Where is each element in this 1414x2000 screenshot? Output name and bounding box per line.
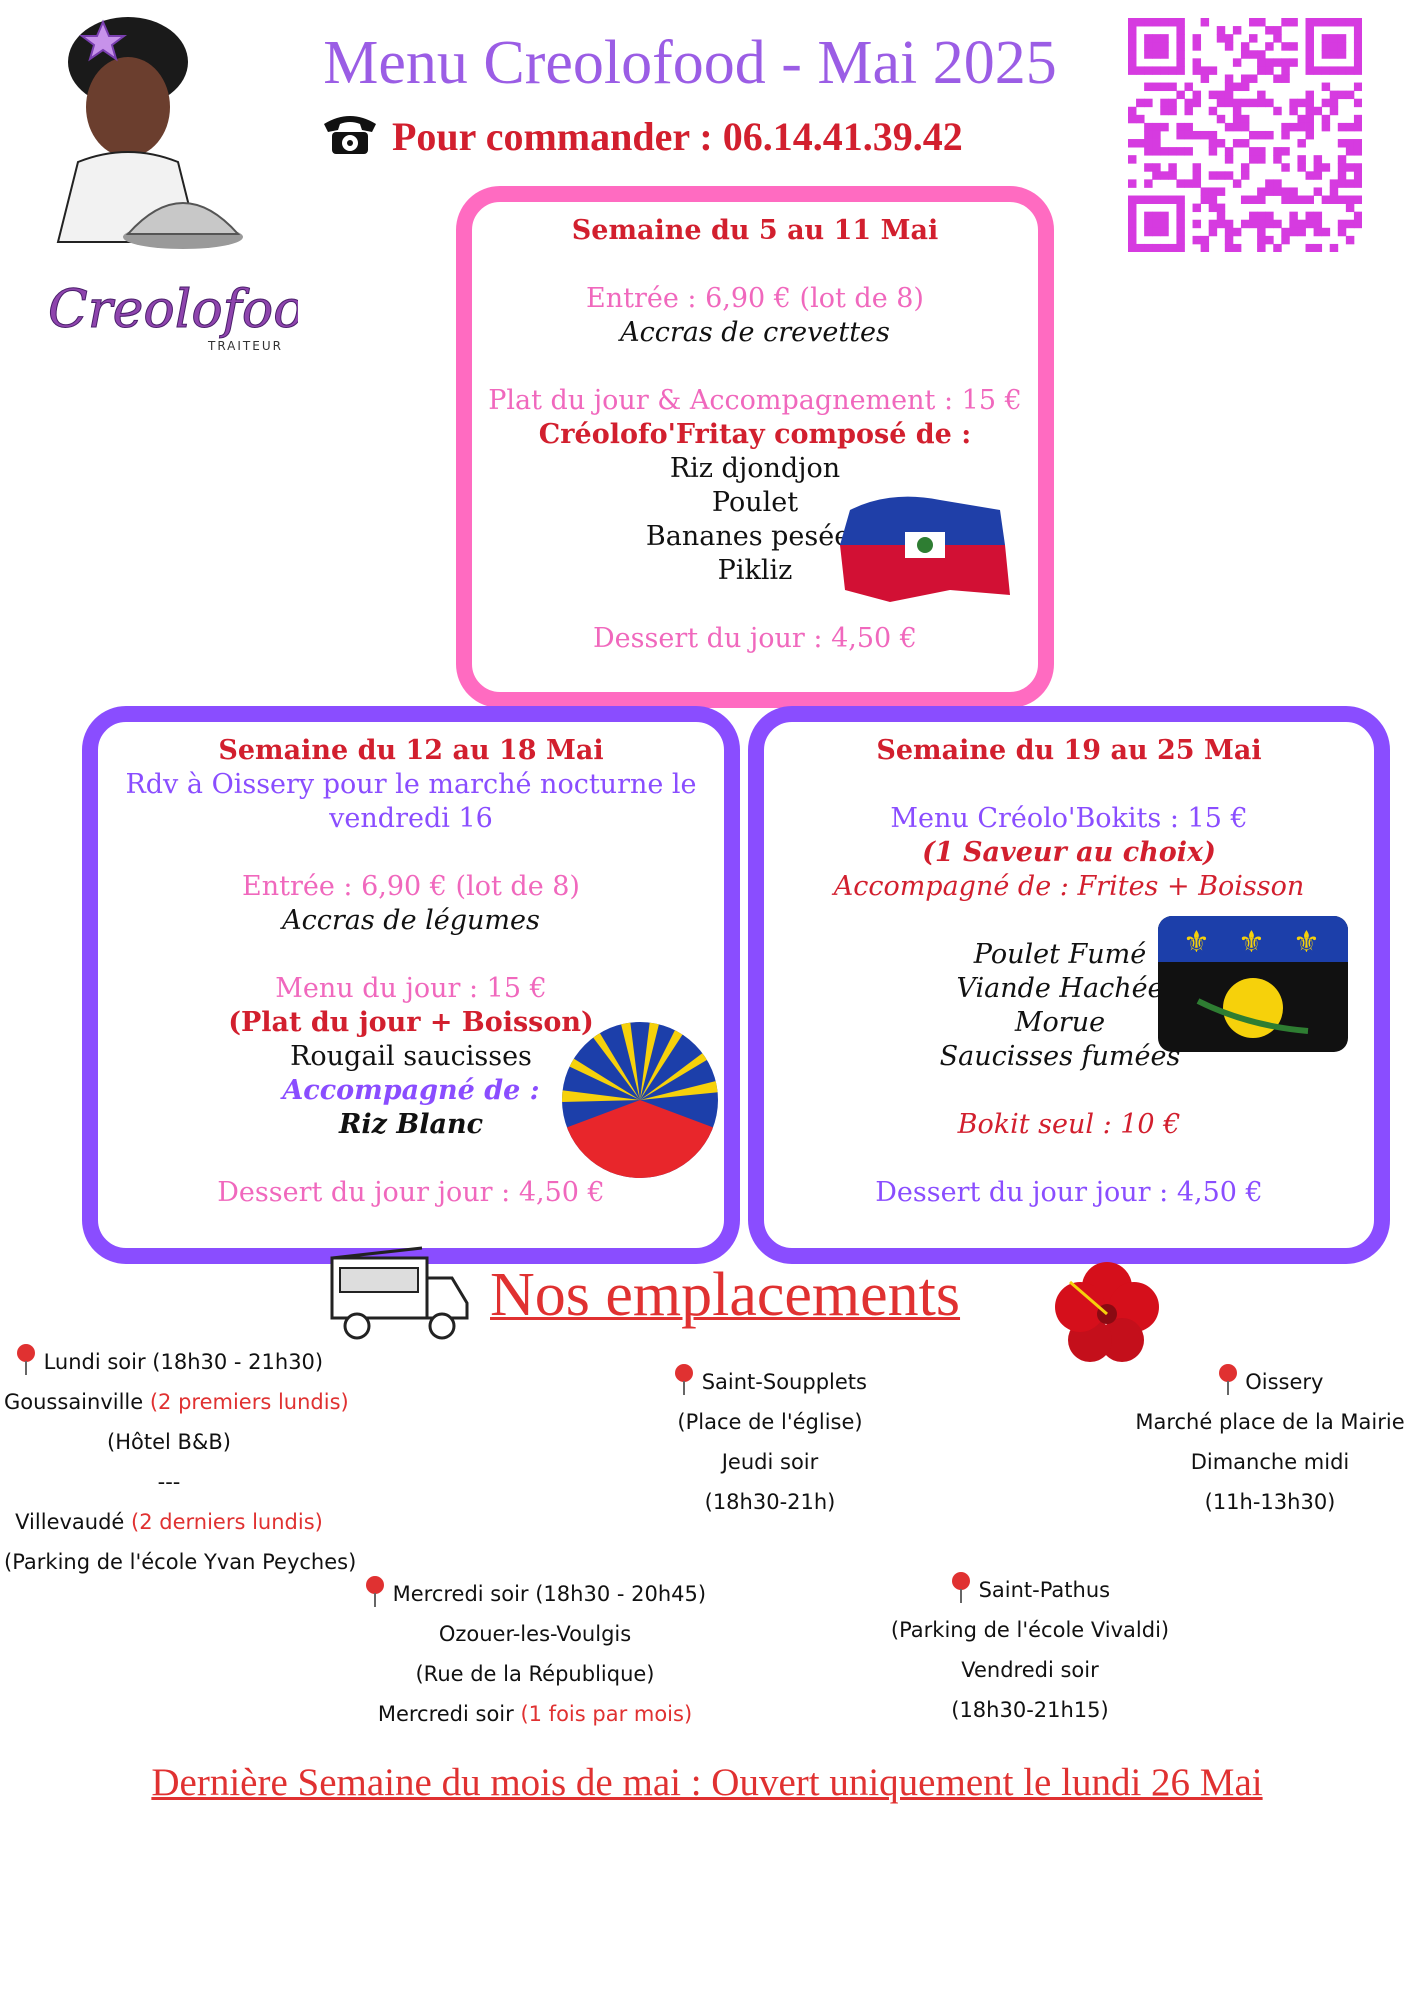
week2-starter: Entrée : 6,90 € (lot de 8): [242, 871, 580, 902]
food-truck-icon: [322, 1238, 472, 1348]
guadeloupe-flag-icon: ⚜ ⚜ ⚜: [1158, 916, 1348, 1052]
map-pin-icon: [15, 1343, 37, 1375]
week3-items: Poulet Fumé Viande Hachée Morue Saucisse…: [930, 938, 1190, 1074]
location-saint-soupplets: Saint-Soupplets (Place de l'église) Jeud…: [640, 1362, 900, 1522]
hibiscus-flower-icon: [1052, 1262, 1162, 1362]
location-line: Lundi soir (18h30 - 21h30): [4, 1342, 334, 1382]
week3-bokit: Bokit seul : 10 €: [957, 1109, 1181, 1140]
week3-item: Saucisses fumées: [939, 1041, 1181, 1072]
location-line: Mercredi soir (1 fois par mois): [377, 1702, 693, 1726]
week3-content: Semaine du 19 au 25 Mai Menu Créolo'Boki…: [764, 734, 1374, 904]
location-line: Saint-Pathus: [880, 1570, 1180, 1610]
week3-item: Viande Hachée: [956, 973, 1164, 1004]
location-oissery: Oissery Marché place de la Mairie Dimanc…: [1130, 1362, 1410, 1522]
telephone-icon: [320, 110, 380, 156]
order-phone[interactable]: Pour commander : 06.14.41.39.42: [320, 110, 1040, 160]
reunion-flag-icon: [560, 1020, 720, 1180]
qr-code[interactable]: [1128, 18, 1363, 253]
locations-heading: Nos emplacements: [490, 1261, 961, 1329]
week1-main-name: Créolofo'Fritay composé de :: [538, 419, 972, 450]
week2-content: Semaine du 12 au 18 Mai Rdv à Oissery po…: [98, 734, 724, 1210]
phone-label: Pour commander : 06.14.41.39.42: [392, 114, 963, 159]
map-pin-icon: [364, 1575, 386, 1607]
location-line: Marché place de la Mairie: [1135, 1410, 1405, 1434]
location-saint-pathus: Saint-Pathus (Parking de l'école Vivaldi…: [880, 1570, 1180, 1730]
week2-dessert: Dessert du jour jour : 4,50 €: [217, 1177, 605, 1208]
location-ozouer-les-voulgis: Mercredi soir (18h30 - 20h45) Ozouer-les…: [350, 1574, 720, 1734]
location-line: (Parking de l'école Yvan Peyches): [4, 1550, 357, 1574]
location-line: Dimanche midi: [1190, 1450, 1350, 1474]
week2-menu: Menu du jour : 15 €: [275, 973, 547, 1004]
week2-starter-name: Accras de légumes: [282, 905, 540, 936]
svg-text:⚜: ⚜: [1183, 925, 1210, 960]
svg-text:Creolofood: Creolofood: [48, 280, 298, 340]
location-line: (18h30-21h): [704, 1490, 836, 1514]
location-line: (Hôtel B&B): [107, 1430, 231, 1454]
location-line: Goussainville (2 premiers lundis): [4, 1390, 349, 1414]
svg-text:TRAITEUR: TRAITEUR: [207, 339, 283, 353]
map-pin-icon: [950, 1571, 972, 1603]
week1-item: Bananes pesées: [645, 521, 865, 552]
location-line: Saint-Soupplets: [640, 1362, 900, 1402]
week1-main: Plat du jour & Accompagnement : 15 €: [488, 385, 1022, 416]
week1-item: Riz djondjon: [669, 453, 841, 484]
location-line: Oissery: [1130, 1362, 1410, 1402]
location-line: (Parking de l'école Vivaldi): [890, 1618, 1170, 1642]
location-line: (Place de l'église): [677, 1410, 863, 1434]
week3-choice: (1 Saveur au choix): [922, 837, 1216, 868]
week2-note: Rdv à Oissery pour le marché nocturne le: [125, 769, 697, 800]
week3-menu: Menu Créolo'Bokits : 15 €: [890, 803, 1248, 834]
location-goussainville-villevaude: Lundi soir (18h30 - 21h30) Goussainville…: [4, 1342, 357, 1582]
page-title: Menu Creolofood - Mai 2025: [323, 29, 1057, 97]
week2-title: Semaine du 12 au 18 Mai: [218, 735, 604, 766]
location-line: (11h-13h30): [1204, 1490, 1336, 1514]
svg-text:⚜: ⚜: [1238, 925, 1265, 960]
week2-dish: Rougail saucisses: [290, 1041, 532, 1072]
week3-dessert: Dessert du jour jour : 4,50 €: [875, 1177, 1263, 1208]
week3-side: Accompagné de : Frites + Boisson: [833, 871, 1305, 902]
location-line: Villevaudé (2 derniers lundis): [15, 1510, 323, 1534]
week1-content: Semaine du 5 au 11 Mai Entrée : 6,90 € (…: [472, 214, 1038, 656]
week3-footer: Bokit seul : 10 € Dessert du jour jour :…: [764, 1108, 1374, 1210]
week1-menu-box: [456, 186, 1054, 708]
week1-starter: Entrée : 6,90 € (lot de 8): [586, 283, 924, 314]
week1-item: Pikliz: [717, 555, 793, 586]
location-line: Mercredi soir (18h30 - 20h45): [350, 1574, 720, 1614]
location-line: Vendredi soir: [961, 1658, 1099, 1682]
week2-side: Riz Blanc: [338, 1109, 484, 1140]
week3-item: Morue: [1014, 1007, 1106, 1038]
map-pin-icon: [673, 1363, 695, 1395]
haiti-map-icon: [830, 490, 1020, 610]
closing-notice: Dernière Semaine du mois de mai : Ouvert…: [151, 1761, 1263, 1804]
week3-item: Poulet Fumé: [973, 939, 1147, 970]
map-pin-icon: [1217, 1363, 1239, 1395]
location-line: (18h30-21h15): [951, 1698, 1109, 1722]
creolofood-logo: Creolofood TRAITEUR: [8, 12, 338, 357]
week3-title: Semaine du 19 au 25 Mai: [876, 735, 1262, 766]
week1-starter-name: Accras de crevettes: [620, 317, 890, 348]
week2-side-label: Accompagné de :: [282, 1075, 540, 1106]
location-line: ---: [157, 1470, 181, 1494]
svg-text:⚜: ⚜: [1293, 925, 1320, 960]
location-line: Jeudi soir: [721, 1450, 819, 1474]
week1-title: Semaine du 5 au 11 Mai: [571, 215, 939, 246]
location-line: (Rue de la République): [415, 1662, 655, 1686]
week1-dessert: Dessert du jour : 4,50 €: [593, 623, 917, 654]
week1-item: Poulet: [711, 487, 799, 518]
week2-menu-detail: (Plat du jour + Boisson): [228, 1007, 594, 1038]
week2-note: vendredi 16: [329, 803, 493, 834]
location-line: Ozouer-les-Voulgis: [438, 1622, 632, 1646]
